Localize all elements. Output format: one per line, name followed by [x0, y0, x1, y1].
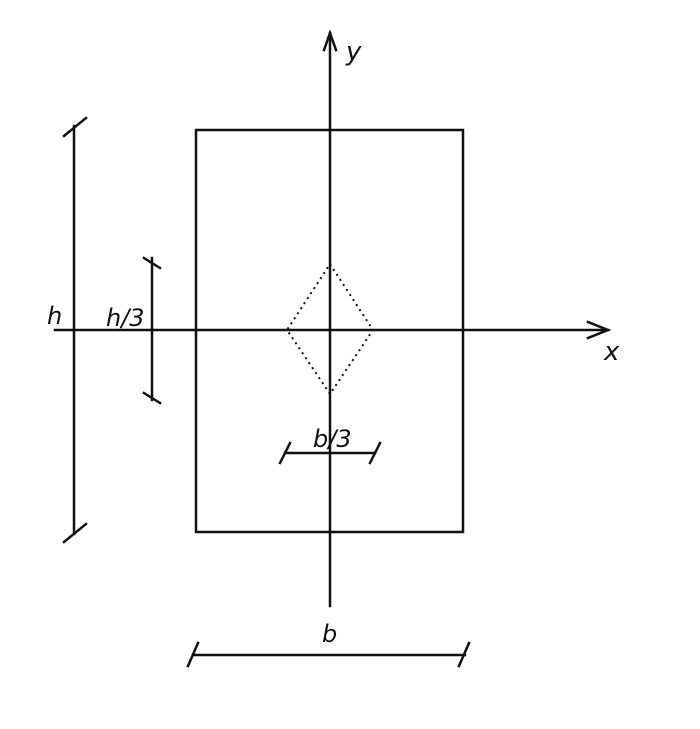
height-dimension-tick-top: [62, 116, 88, 138]
height-third-dimension: h/3: [106, 256, 162, 405]
width-third-tick-left: [278, 441, 292, 465]
core-diamond: [285, 262, 375, 396]
height-label: h: [47, 302, 62, 330]
x-axis-arrowhead: [586, 320, 612, 340]
height-third-tick-bottom: [142, 391, 162, 405]
height-third-label: h/3: [106, 304, 145, 332]
width-label: b: [322, 620, 337, 648]
width-third-tick-right: [368, 441, 382, 465]
height-dimension: h: [47, 116, 88, 544]
width-dimension-tick-right: [457, 641, 471, 668]
y-axis-arrowhead: [322, 29, 338, 52]
width-third-label: b/3: [313, 425, 352, 453]
height-dimension-tick-bottom: [62, 522, 88, 544]
height-third-tick-top: [142, 256, 162, 270]
x-axis-label: x: [603, 337, 620, 367]
y-axis-label: y: [345, 37, 362, 67]
width-third-dimension: b/3: [278, 425, 382, 465]
width-dimension: b: [186, 620, 471, 668]
width-dimension-tick-left: [186, 641, 200, 668]
